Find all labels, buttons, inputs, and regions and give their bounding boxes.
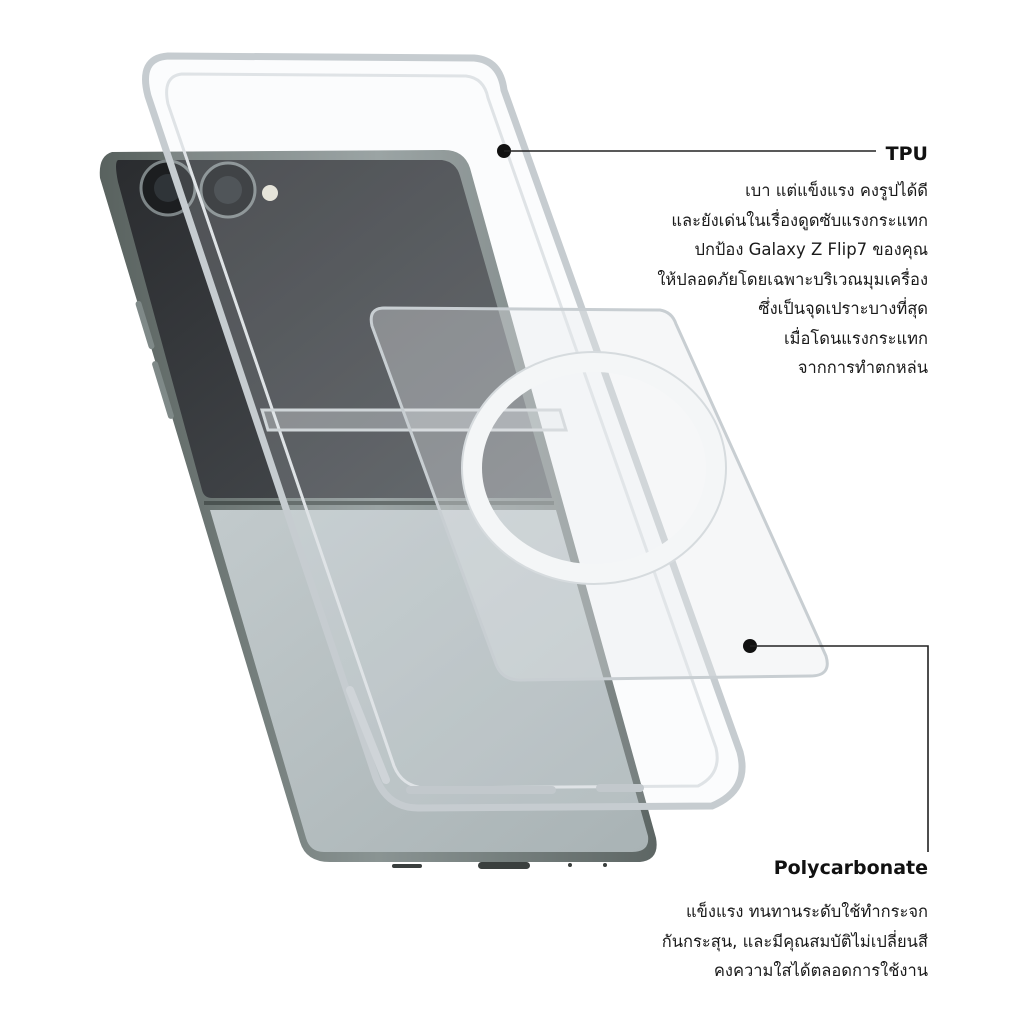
tpu-line: ให้ปลอดภัยโดยเฉพาะบริเวณมุมเครื่อง [657, 269, 928, 289]
magsafe-ring-edge [461, 351, 727, 585]
tpu-line: จากการทำตกหล่น [797, 358, 928, 377]
side-button-2 [152, 361, 174, 419]
tpu-case-corner-bumper [346, 686, 390, 784]
tpu-case-bottom-bumper [406, 784, 644, 794]
polycarbonate-line: คงความใสได้ตลอดการใช้งาน [713, 961, 928, 980]
magsafe-ring [462, 352, 726, 584]
cover-screen [116, 160, 552, 498]
polycarbonate-plate [369, 306, 829, 682]
side-button-1 [135, 300, 155, 350]
tpu-line: เมื่อโดนแรงกระแทก [783, 328, 928, 348]
polycarbonate-line: แข็งแรง ทนทานระดับใช้ทำกระจก [685, 902, 928, 921]
leader-lines [497, 144, 929, 852]
tpu-line: และยังเด่นในเรื่องดูดซับแรงกระแทก [671, 210, 928, 230]
polycarbonate-description: แข็งแรง ทนทานระดับใช้ทำกระจก กันกระสุน, … [662, 897, 928, 986]
mic-hole [568, 863, 572, 867]
tpu-description: เบา แต่แข็งแรง คงรูปได้ดี และยังเด่นในเร… [657, 176, 928, 383]
usb-port [478, 862, 530, 869]
phone [99, 150, 657, 869]
polycarbonate-line: กันกระสุน, และมีคุณสมบัติไม่เปลี่ยนสี [661, 931, 928, 951]
camera-lens-2-inner [214, 176, 242, 204]
camera-flash [262, 185, 278, 201]
tpu-line: ปกป้อง Galaxy Z Flip7 ของคุณ [694, 240, 928, 259]
tpu-title: TPU [885, 143, 928, 165]
mic-hole-2 [603, 863, 607, 867]
speaker-grille [392, 864, 422, 868]
polycarbonate-leader-line [750, 645, 929, 852]
tpu-line: ซึ่งเป็นจุดเปราะบางที่สุด [758, 299, 928, 318]
polycarbonate-title: Polycarbonate [773, 857, 928, 879]
tpu-case-outer [142, 52, 746, 812]
lower-panel [210, 510, 649, 852]
tpu-case-inner [165, 72, 719, 790]
tpu-line: เบา แต่แข็งแรง คงรูปได้ดี [745, 181, 928, 200]
